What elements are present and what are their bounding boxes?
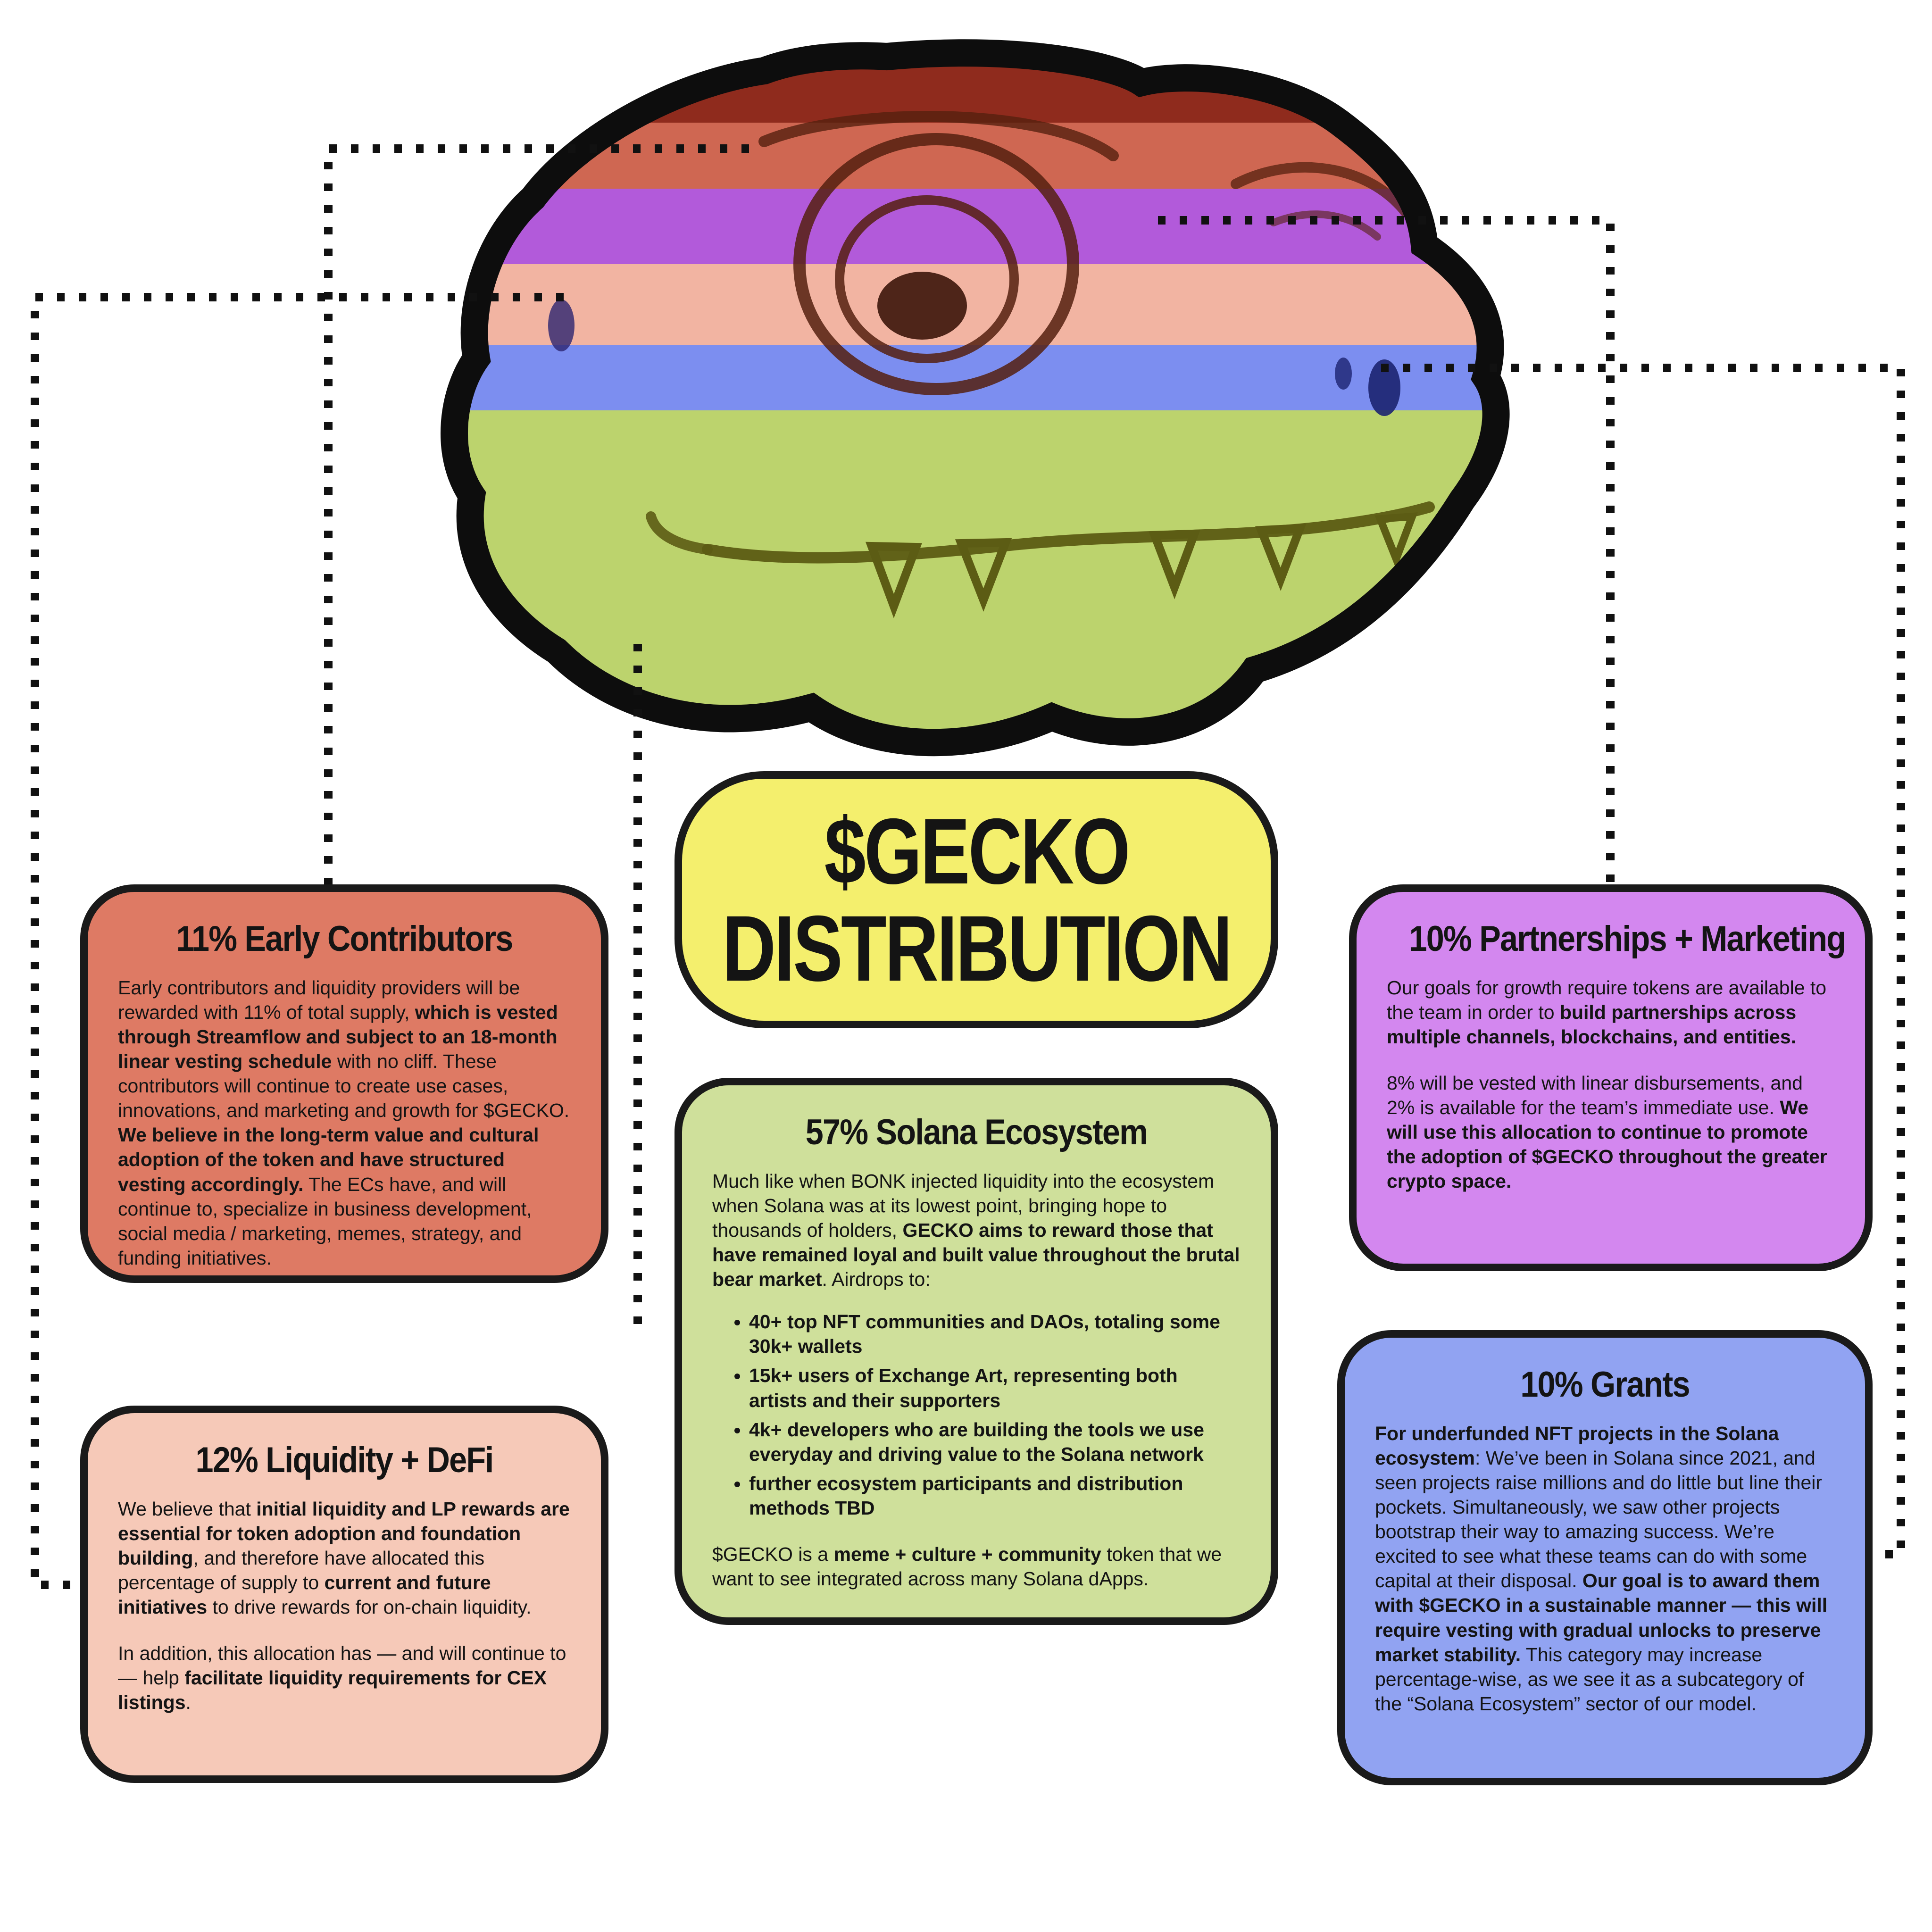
connector-partnerships	[1158, 216, 1615, 884]
solana-ecosystem-outro: $GECKO is a meme + culture + community t…	[712, 1543, 1222, 1590]
nostril-mark-small	[1335, 358, 1352, 390]
mouth-group	[646, 501, 1435, 618]
eye-outer-ring	[793, 133, 1079, 395]
grants-card: 10% Grants For underfunded NFT projects …	[1337, 1330, 1873, 1785]
connector-early-contributors	[324, 144, 749, 884]
distribution-title-card: $GECKO DISTRIBUTION	[675, 771, 1278, 1028]
head-line-art	[548, 111, 1411, 416]
grants-body: For underfunded NFT projects in the Sola…	[1375, 1423, 1828, 1715]
solana-ecosystem-intro: Much like when BONK injected liquidity i…	[712, 1170, 1240, 1291]
early-contributors-body: Early contributors and liquidity provide…	[118, 977, 570, 1269]
liquidity-defi-card: 12% Liquidity + DeFi We believe that ini…	[80, 1406, 608, 1783]
solana-airdrop-list: 40+ top NFT communities and DAOs, totali…	[712, 1309, 1241, 1520]
tooth	[1255, 524, 1307, 591]
tooth	[1374, 512, 1418, 570]
solana-ecosystem-heading: 57% Solana Ecosystem	[805, 1112, 1148, 1152]
connector-lines	[31, 144, 1905, 1589]
grants-heading: 10% Grants	[1520, 1365, 1690, 1405]
liquidity-defi-body: We believe that initial liquidity and LP…	[118, 1498, 570, 1714]
title-line-1: $GECKO	[824, 799, 1131, 903]
eye-inner-ring	[835, 195, 1019, 363]
tooth	[1149, 529, 1201, 600]
left-ear-mark	[548, 300, 575, 351]
solana-ecosystem-card: 57% Solana Ecosystem Much like when BONK…	[675, 1078, 1278, 1625]
brow-line	[758, 111, 1119, 161]
right-cheek-line	[1270, 210, 1381, 241]
early-contributors-card: 11% Early Contributors Early contributor…	[80, 884, 608, 1283]
nostril-mark	[1368, 359, 1400, 416]
mouth-corner	[646, 511, 713, 555]
head-stripes	[454, 53, 1496, 743]
title-line-2: DISTRIBUTION	[722, 896, 1232, 1000]
eye-pupil	[877, 272, 967, 340]
connector-grants	[1381, 364, 1905, 1558]
tooth	[865, 541, 922, 618]
partnerships-marketing-card: 10% Partnerships + Marketing Our goals f…	[1349, 884, 1873, 1271]
liquidity-defi-heading: 12% Liquidity + DeFi	[195, 1440, 494, 1480]
right-brow-line	[1231, 162, 1411, 217]
mouth-line	[702, 501, 1435, 564]
stripe-peach	[454, 264, 1496, 345]
head-outline	[441, 39, 1510, 757]
partnerships-marketing-body: Our goals for growth require tokens are …	[1387, 977, 1827, 1192]
tooth	[955, 538, 1012, 612]
early-contributors-heading: 11% Early Contributors	[176, 919, 513, 959]
stripe-purple	[454, 189, 1496, 264]
connector-liquidity-defi	[31, 293, 564, 1589]
partnerships-marketing-heading: 10% Partnerships + Marketing	[1409, 919, 1846, 959]
